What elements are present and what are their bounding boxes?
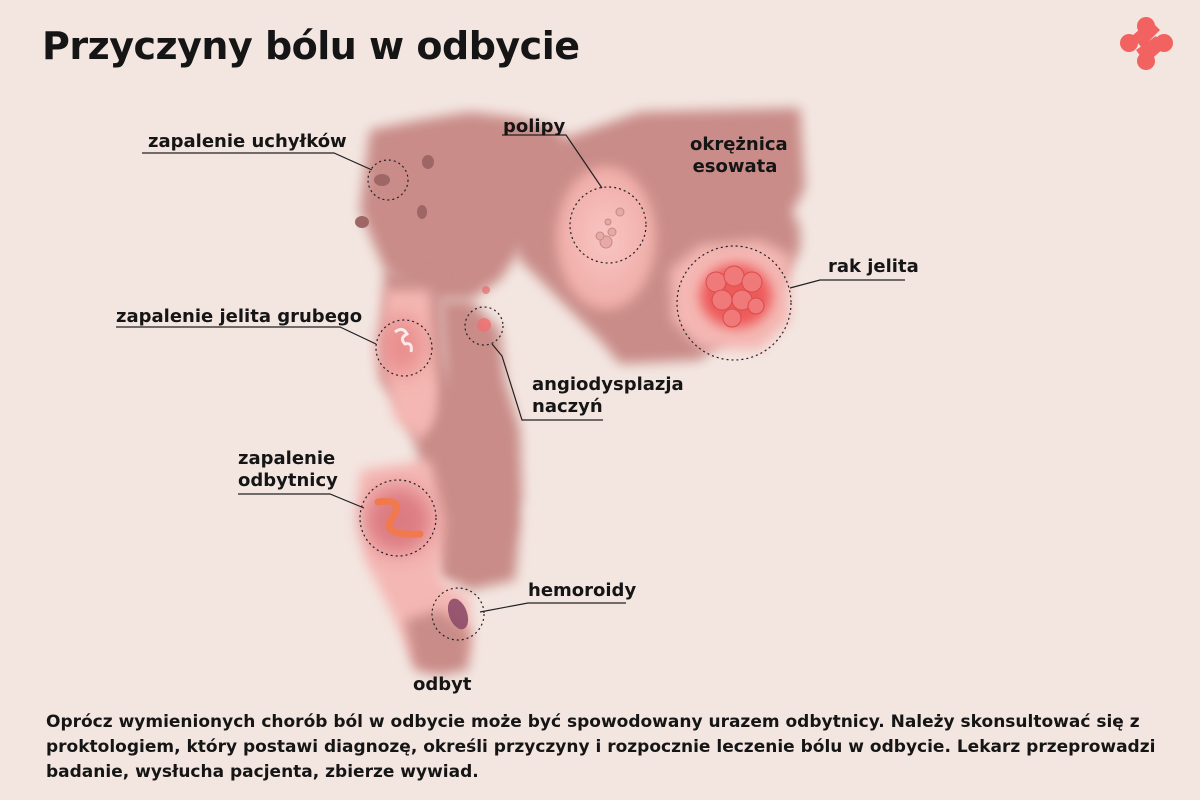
line-diverticulitis	[142, 152, 373, 171]
label-angiodysplasia: angiodysplazja naczyń	[532, 374, 684, 418]
circle-colon-cancer	[676, 245, 792, 361]
label-proctitis: zapalenie odbytnicy	[238, 448, 338, 492]
label-polyps: polipy	[503, 116, 566, 137]
label-anus: odbyt	[413, 674, 472, 695]
highlight-circles	[359, 159, 792, 641]
label-diverticulitis: zapalenie uchyłków	[148, 131, 347, 152]
line-angiodysplasia	[491, 343, 603, 421]
circle-hemorrhoids	[431, 587, 485, 641]
line-colitis	[116, 326, 377, 345]
leader-lines	[116, 134, 905, 613]
circle-diverticulitis	[367, 159, 409, 201]
line-colon-cancer	[789, 279, 905, 289]
label-colitis: zapalenie jelita grubego	[116, 306, 363, 327]
label-angiodysplasia-line2: naczyń	[532, 396, 603, 417]
label-hemorrhoids: hemoroidy	[528, 580, 637, 601]
label-colon-cancer: rak jelita	[828, 256, 919, 277]
proctitis-lesion	[364, 486, 432, 554]
line-hemorrhoids	[479, 602, 626, 613]
label-proctitis-line1: zapalenie	[238, 448, 336, 469]
footer-description: Oprócz wymienionych chorób ból w odbycie…	[46, 712, 1156, 782]
angiodysplasia-spot	[477, 286, 491, 332]
circle-angiodysplasia	[464, 306, 504, 346]
label-angiodysplasia-line1: angiodysplazja	[532, 374, 684, 395]
hemorrhoid-mark	[447, 598, 469, 630]
tumor-mass	[700, 264, 772, 328]
line-proctitis	[238, 493, 365, 509]
brand-logo-icon	[1120, 17, 1173, 70]
label-proctitis-line2: odbytnicy	[238, 470, 338, 491]
page-title: Przyczyny bólu w odbycie	[42, 24, 580, 68]
line-polyps	[502, 134, 603, 189]
polyps-growths	[595, 207, 625, 249]
diverticula-marks	[355, 155, 434, 228]
circle-polyps	[569, 186, 647, 264]
label-sigmoid-line2: esowata	[692, 156, 778, 177]
label-sigmoid-colon: okrężnica esowata	[690, 134, 788, 178]
colitis-lesions	[380, 316, 424, 376]
circle-proctitis	[359, 479, 437, 557]
circle-colitis	[375, 319, 433, 377]
label-sigmoid-line1: okrężnica	[690, 134, 788, 155]
